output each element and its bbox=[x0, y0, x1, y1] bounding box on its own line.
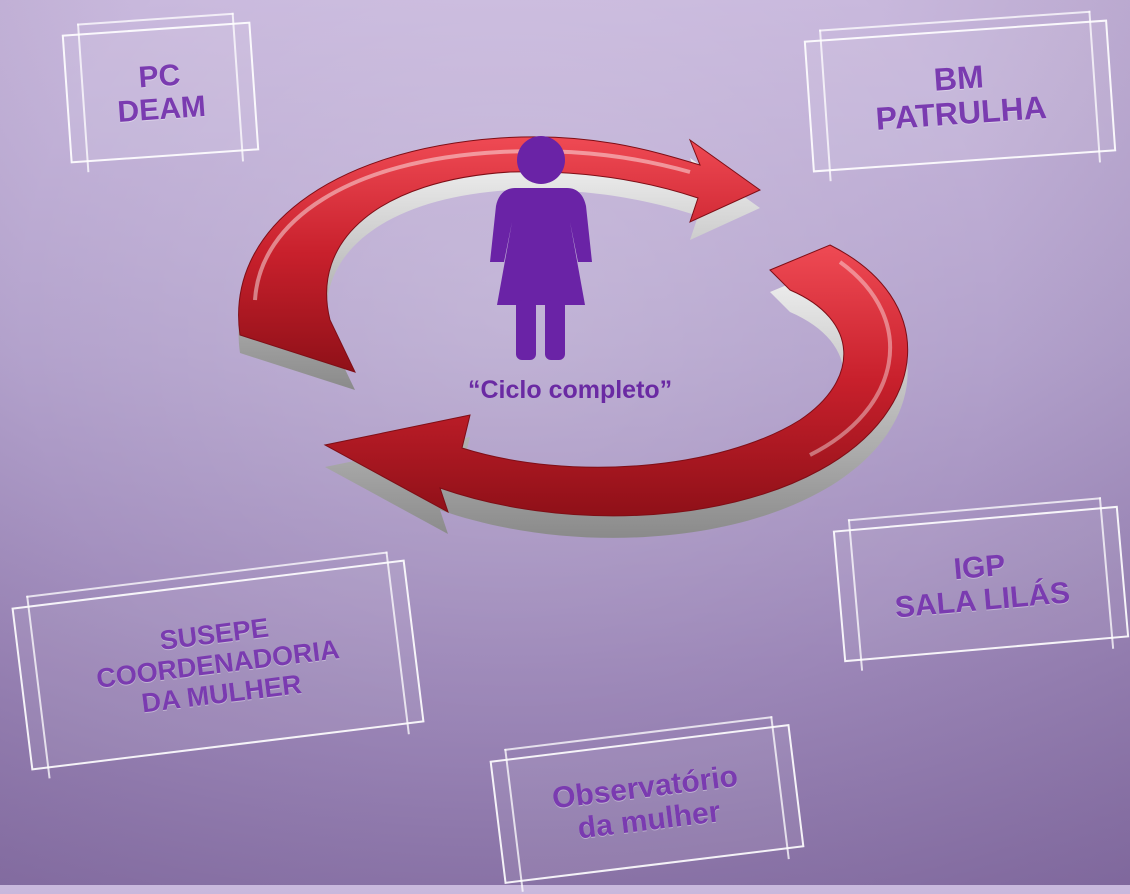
cycle-caption: “Ciclo completo” bbox=[468, 376, 673, 404]
box-observatorio-label: Observatório da mulher bbox=[550, 759, 740, 846]
box-bm-patrulha: BM PATRULHA bbox=[803, 19, 1117, 173]
box-igp-sala-lilas-label: IGP SALA LILÁS bbox=[893, 548, 1072, 625]
cycle-arrow-bottom-icon bbox=[323, 244, 909, 538]
box-pc-deam: PC DEAM bbox=[61, 21, 260, 164]
box-observatorio: Observatório da mulher bbox=[489, 724, 805, 884]
box-pc-deam-label: PC DEAM bbox=[116, 58, 207, 129]
cycle-arrow-top-icon bbox=[238, 136, 761, 390]
box-bm-patrulha-label: BM PATRULHA bbox=[874, 58, 1048, 137]
box-igp-sala-lilas: IGP SALA LILÁS bbox=[832, 505, 1130, 663]
box-susepe-label: SUSEPE COORDENADORIA DA MULHER bbox=[94, 613, 342, 719]
woman-icon bbox=[490, 136, 592, 360]
box-susepe: SUSEPE COORDENADORIA DA MULHER bbox=[11, 559, 425, 771]
